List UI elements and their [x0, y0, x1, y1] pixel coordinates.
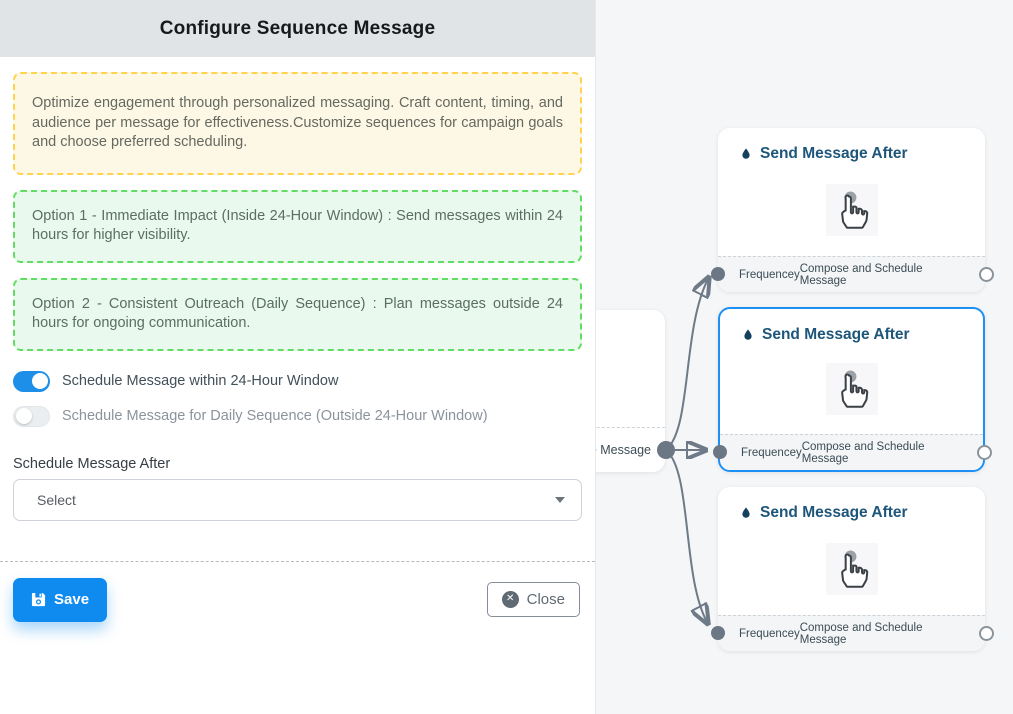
configure-sequence-panel: Configure Sequence Message Optimize enga… — [0, 0, 596, 714]
tap-hand-icon — [825, 183, 878, 236]
option2-note-text: Option 2 - Consistent Outreach (Daily Se… — [32, 295, 563, 332]
close-button-label: Close — [526, 590, 565, 608]
compose-schedule-label[interactable]: Compose and Schedule Message — [799, 621, 923, 646]
flow-node-send-message-after-2[interactable]: Send Message After Frequencey Compose an… — [713, 307, 992, 472]
compose-schedule-label[interactable]: Compose and Schedule Message — [799, 262, 923, 287]
tap-hand-icon — [825, 542, 878, 595]
save-button[interactable]: Save — [13, 577, 108, 622]
source-handle[interactable] — [979, 267, 994, 282]
flow-node-send-message-after-1[interactable]: Send Message After Frequencey Compose an… — [711, 128, 994, 292]
info-note: Optimize engagement through personalized… — [13, 72, 582, 175]
target-handle[interactable] — [713, 445, 727, 459]
node-body — [720, 344, 983, 434]
frequency-label[interactable]: Frequencey — [739, 268, 800, 281]
info-note-text: Optimize engagement through personalized… — [32, 95, 563, 150]
schedule-after-label: Schedule Message After — [13, 455, 171, 472]
save-icon — [31, 592, 46, 607]
close-button[interactable]: ✕ Close — [486, 581, 580, 617]
option1-note-text: Option 1 - Immediate Impact (Inside 24-H… — [32, 207, 563, 244]
source-handle[interactable] — [977, 445, 992, 460]
page-title: Configure Sequence Message — [159, 17, 436, 39]
droplet-icon — [742, 507, 750, 518]
flow-canvas[interactable]: ce Message Send Message After — [596, 0, 1013, 714]
frequency-label[interactable]: Frequencey — [739, 627, 800, 640]
node-body — [718, 522, 985, 615]
node-title: Send Message After — [718, 487, 985, 522]
target-handle[interactable] — [711, 626, 725, 640]
target-handle[interactable] — [711, 267, 725, 281]
frequency-label[interactable]: Frequencey — [741, 446, 802, 459]
flow-node-send-message-after-3[interactable]: Send Message After Frequencey Compose an… — [711, 487, 994, 651]
daily-sequence-toggle[interactable] — [13, 405, 50, 427]
node-footer: Frequencey Compose and Schedule Message — [720, 434, 983, 470]
node-title-label: Send Message After — [760, 504, 908, 521]
toggle-row-within-24h: Schedule Message within 24-Hour Window — [13, 370, 582, 392]
toggle-row-daily-sequence: Schedule Message for Daily Sequence (Out… — [13, 405, 582, 427]
node-footer: Frequencey Compose and Schedule Message — [718, 615, 985, 651]
panel-actions: Save ✕ Close — [0, 560, 595, 622]
edge-to-node-1 — [665, 279, 708, 451]
source-node-footer-label: ce Message — [596, 443, 651, 457]
source-node-output-handle[interactable] — [657, 441, 675, 459]
node-title-label: Send Message After — [760, 145, 908, 162]
within-24h-toggle-label: Schedule Message within 24-Hour Window — [62, 373, 339, 389]
save-button-label: Save — [54, 591, 90, 608]
tap-hand-icon — [825, 363, 878, 415]
source-node-footer: ce Message — [596, 427, 665, 472]
schedule-after-select-value: Select — [37, 491, 76, 508]
node-footer: Frequencey Compose and Schedule Message — [718, 256, 985, 292]
within-24h-toggle[interactable] — [13, 370, 50, 392]
close-icon: ✕ — [501, 590, 519, 608]
node-body — [718, 163, 985, 256]
node-title: Send Message After — [718, 128, 985, 163]
source-node-partial[interactable]: ce Message — [596, 310, 665, 472]
node-title: Send Message After — [720, 309, 983, 344]
daily-sequence-toggle-label: Schedule Message for Daily Sequence (Out… — [62, 408, 488, 424]
droplet-icon — [742, 148, 750, 159]
compose-schedule-label[interactable]: Compose and Schedule Message — [801, 440, 925, 465]
chevron-down-icon — [555, 496, 565, 503]
source-handle[interactable] — [979, 626, 994, 641]
droplet-icon — [744, 329, 752, 340]
option1-note: Option 1 - Immediate Impact (Inside 24-H… — [13, 189, 582, 263]
node-title-label: Send Message After — [762, 326, 910, 343]
option2-note: Option 2 - Consistent Outreach (Daily Se… — [13, 277, 582, 351]
panel-header: Configure Sequence Message — [0, 0, 595, 57]
edge-to-node-3 — [665, 449, 707, 622]
schedule-after-select[interactable]: Select — [13, 478, 582, 521]
